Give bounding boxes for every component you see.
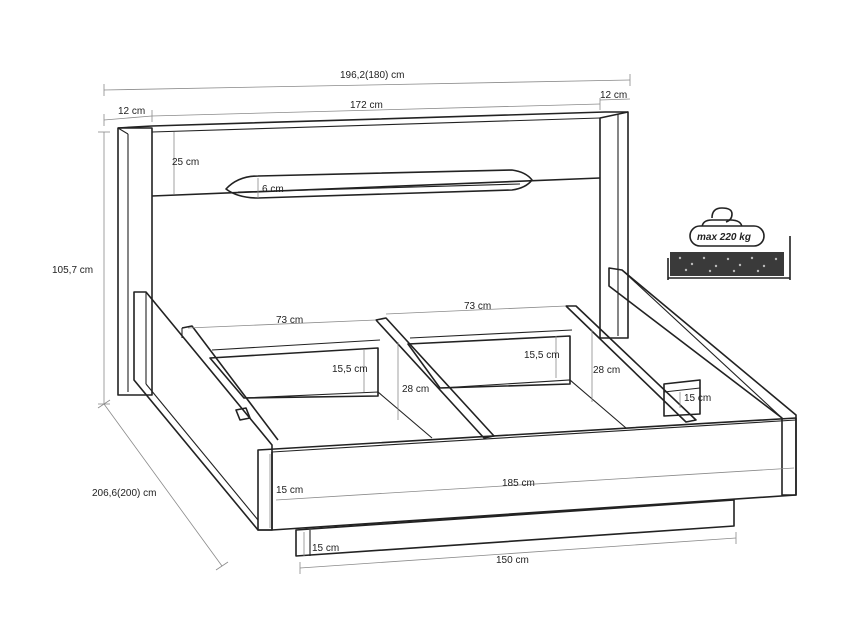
dimension-labels: 196,2(180) cm 172 cm 12 cm 12 cm 25 cm 6… bbox=[52, 70, 711, 566]
plinth-width-label: 150 cm bbox=[496, 555, 529, 566]
panel-height-label: 25 cm bbox=[172, 157, 199, 168]
load-capacity-label: max 220 kg bbox=[697, 232, 751, 243]
compartment-right-depth-label: 15,5 cm bbox=[524, 350, 560, 361]
post-width-right-label: 12 cm bbox=[600, 90, 627, 101]
bed-frame bbox=[133, 267, 797, 557]
dimension-lines bbox=[97, 74, 795, 574]
total-length-label: 206,6(200) cm bbox=[92, 488, 156, 499]
load-capacity-badge: max 220 kg bbox=[667, 207, 791, 280]
headboard bbox=[117, 111, 629, 396]
divider-right-height-label: 28 cm bbox=[593, 365, 620, 376]
headboard-inner-width-label: 172 cm bbox=[350, 100, 383, 111]
weight-icon bbox=[689, 207, 765, 247]
compartment-left-depth-label: 15,5 cm bbox=[332, 364, 368, 375]
inner-length-label: 185 cm bbox=[502, 478, 535, 489]
compartment-left-width-label: 73 cm bbox=[276, 315, 303, 326]
total-height-label: 105,7 cm bbox=[52, 265, 93, 276]
compartment-right-width-label: 73 cm bbox=[464, 301, 491, 312]
plinth-height-label: 15 cm bbox=[312, 543, 339, 554]
footboard-height-label: 15 cm bbox=[276, 485, 303, 496]
total-width-label: 196,2(180) cm bbox=[340, 70, 404, 81]
ledge-height-label: 15 cm bbox=[684, 393, 711, 404]
post-width-left-label: 12 cm bbox=[118, 106, 145, 117]
groove-height-label: 6 cm bbox=[262, 184, 284, 195]
divider-left-height-label: 28 cm bbox=[402, 384, 429, 395]
